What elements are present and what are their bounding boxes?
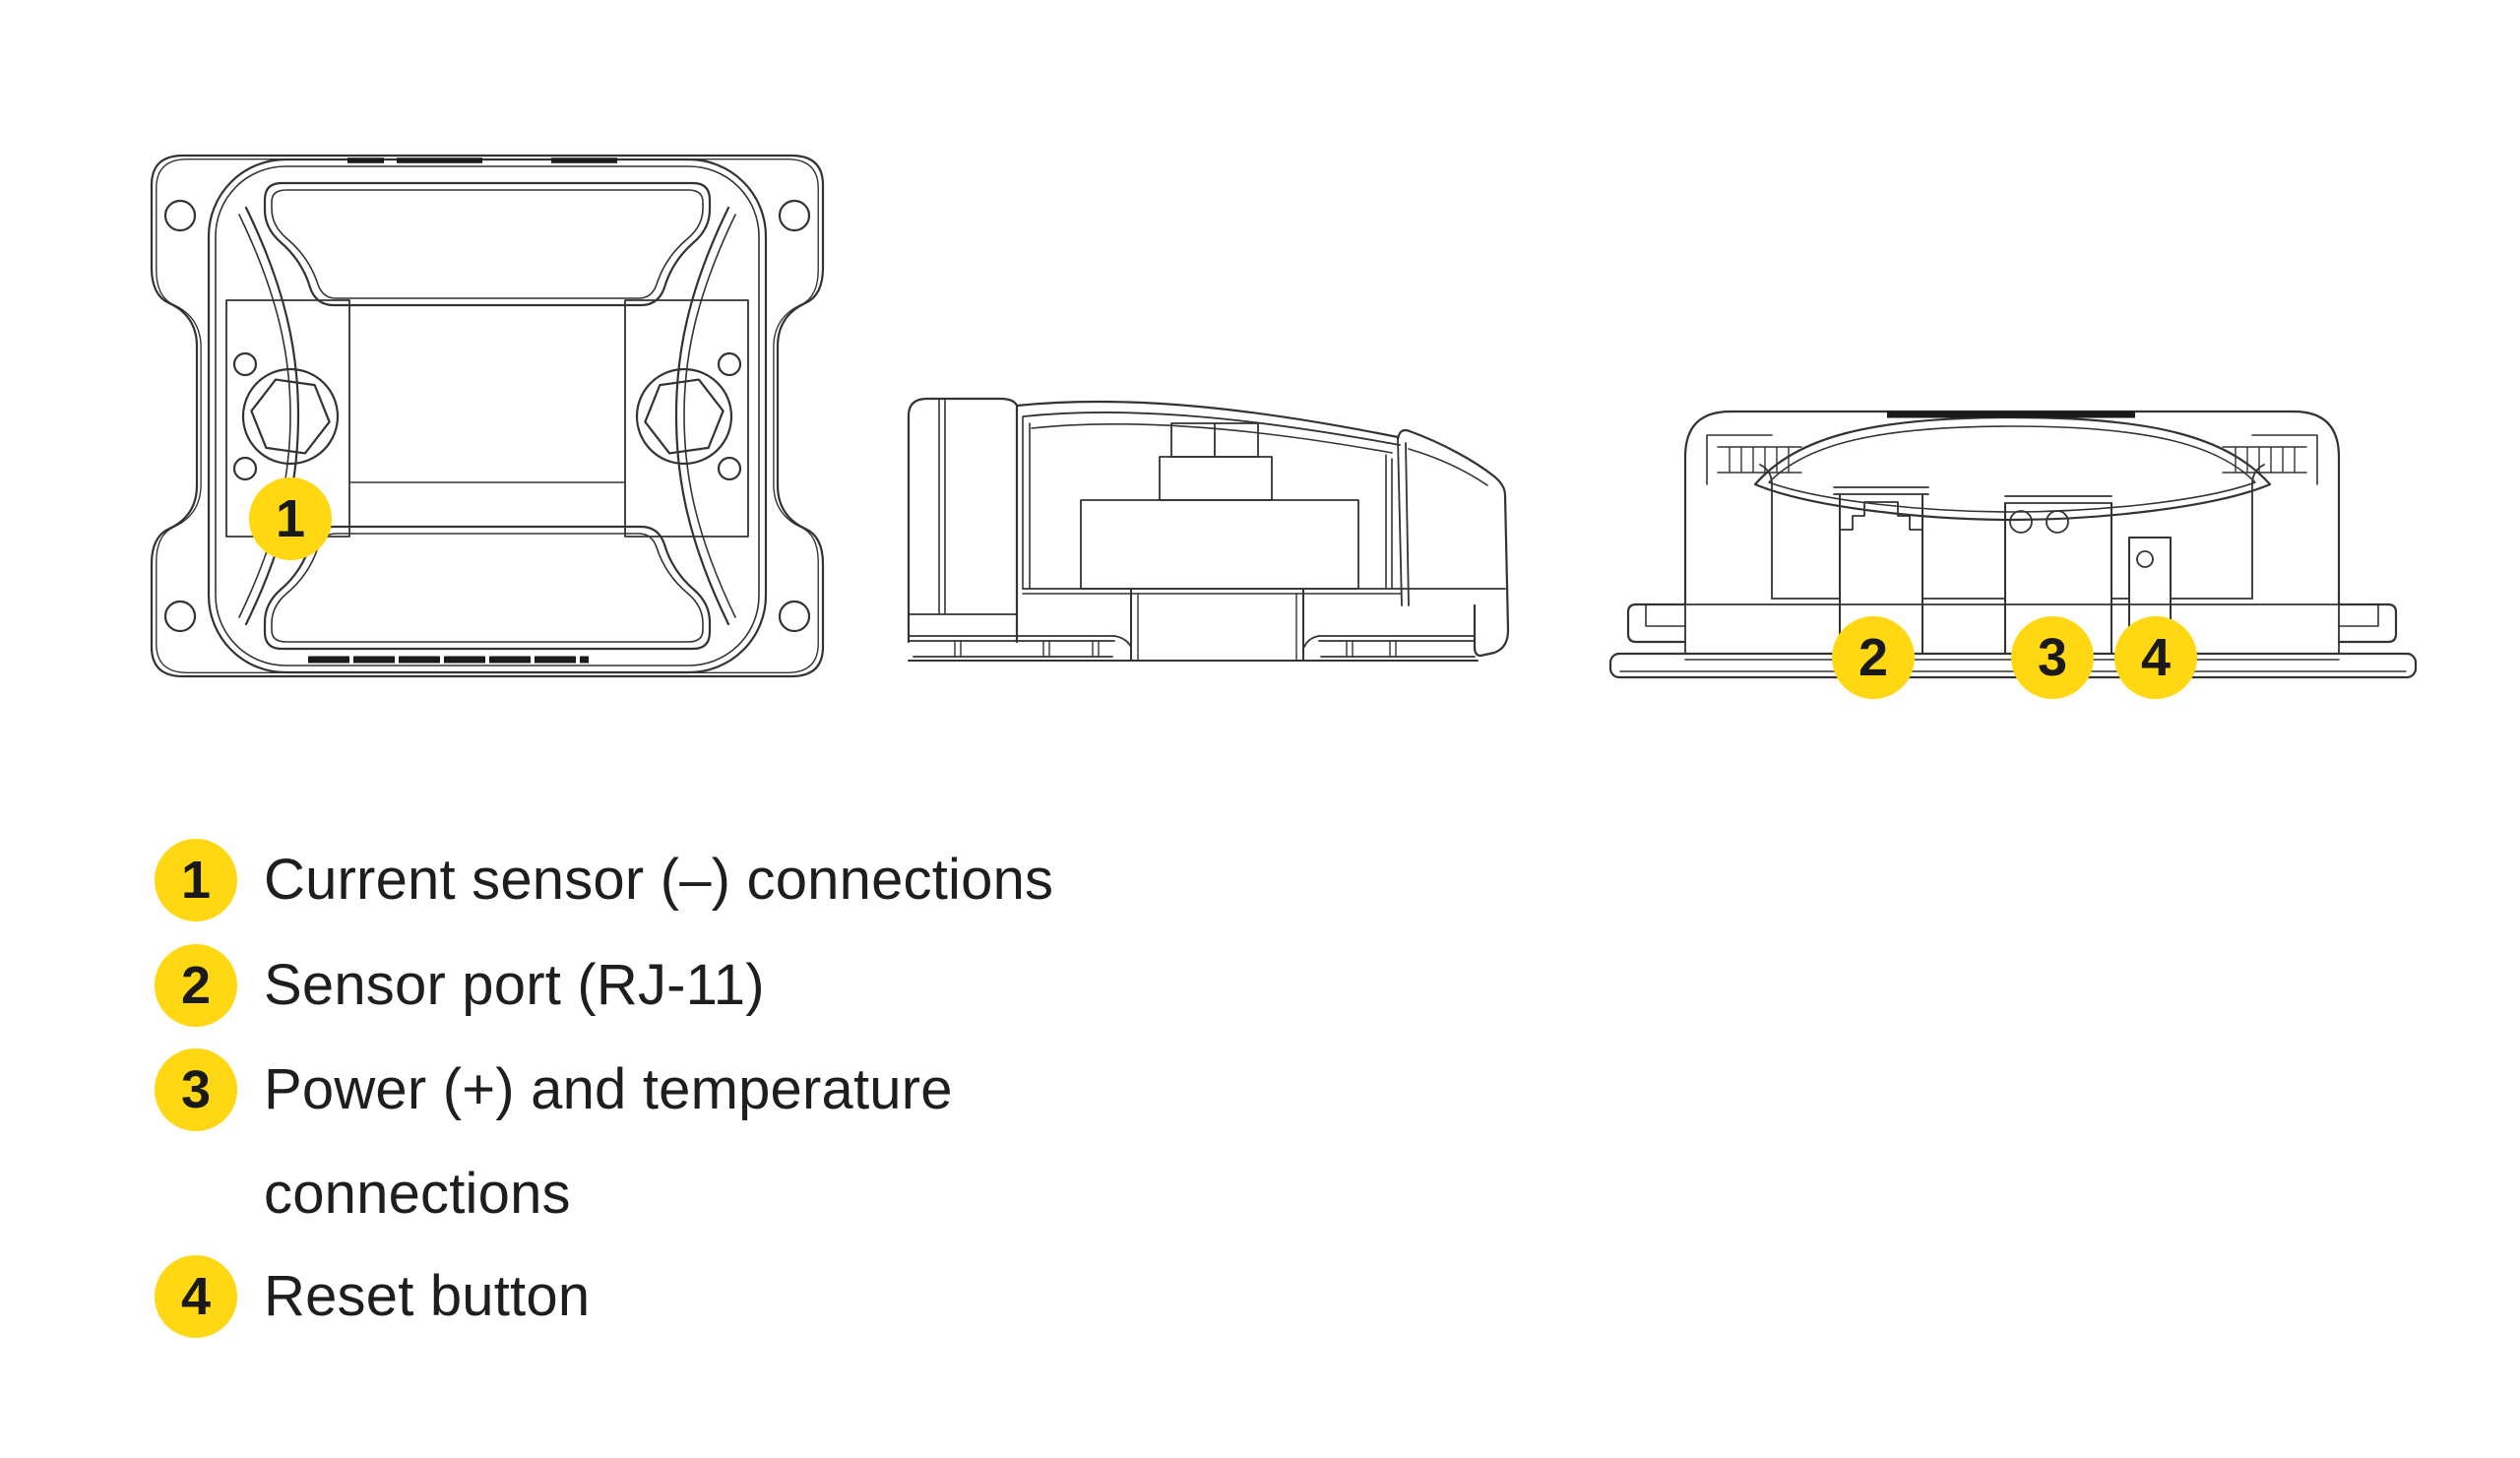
legend-item-3: 3 Power (+) and temperature connections (155, 1038, 953, 1246)
legend-badge-1: 1 (155, 839, 237, 921)
legend-number-1: 1 (180, 851, 212, 910)
legend-label-3: Power (+) and temperature connections (264, 1057, 953, 1226)
legend-label-2: Sensor port (RJ-11) (264, 953, 765, 1017)
legend-label-4: Reset button (264, 1264, 591, 1328)
legend-item-4: 4 Reset button (155, 1244, 590, 1349)
legend-item-1: 1 Current sensor (–) connections (155, 828, 1053, 932)
rear-view-drawing (1605, 390, 2422, 681)
callout-4-number: 4 (2140, 628, 2172, 687)
legend-number-2: 2 (180, 956, 212, 1015)
callout-3-badge: 3 (2011, 616, 2094, 699)
callout-1-badge: 1 (249, 477, 332, 560)
legend-number-4: 4 (180, 1267, 212, 1326)
legend-badge-4: 4 (155, 1255, 237, 1338)
legend-badge-3: 3 (155, 1048, 237, 1131)
legend-item-2: 2 Sensor port (RJ-11) (155, 933, 765, 1038)
callout-3-number: 3 (2037, 628, 2068, 687)
side-view-drawing (906, 394, 1516, 667)
legend-label-1: Current sensor (–) connections (264, 848, 1054, 912)
legend-badge-2: 2 (155, 944, 237, 1027)
callout-2-number: 2 (1858, 628, 1889, 687)
callout-2-badge: 2 (1832, 616, 1915, 699)
callout-1-number: 1 (275, 489, 306, 548)
legend-number-3: 3 (180, 1060, 212, 1119)
callout-4-badge: 4 (2114, 616, 2197, 699)
top-view-drawing (148, 153, 827, 679)
